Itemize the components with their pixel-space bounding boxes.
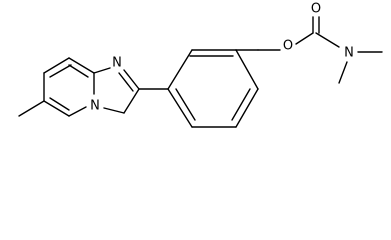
atom-label-carbonyl-oxygen: O <box>311 2 321 17</box>
bond <box>231 88 251 121</box>
atom-label-bridge-nitrogen: N <box>90 99 100 114</box>
bond <box>43 57 70 74</box>
bond <box>49 97 70 111</box>
bond <box>123 88 140 114</box>
bond <box>167 88 193 128</box>
bond <box>93 67 111 74</box>
bond <box>295 32 314 45</box>
bond <box>338 61 348 84</box>
atom-label-ether-oxygen: O <box>283 39 293 54</box>
bond <box>103 107 125 114</box>
bond <box>68 106 87 117</box>
bond <box>68 57 95 74</box>
methyl-bond <box>18 100 45 117</box>
atom-label-amide-nitrogen: N <box>344 46 354 61</box>
atom-label-imine-nitrogen: N <box>112 56 122 71</box>
bond <box>315 32 340 48</box>
phenyl-ring <box>167 49 259 128</box>
bond <box>167 49 193 90</box>
bond <box>175 88 196 121</box>
pyridine-ring <box>43 57 95 117</box>
bond <box>123 69 140 90</box>
imidazole-ring <box>93 67 140 114</box>
bond <box>49 64 72 78</box>
bond <box>235 49 259 90</box>
bond <box>68 64 89 78</box>
chemical-structure-diagram: N N O O N <box>18 2 383 128</box>
carbamate-group <box>235 16 383 84</box>
bond <box>235 88 259 128</box>
bond <box>118 72 134 92</box>
bond <box>43 100 70 117</box>
